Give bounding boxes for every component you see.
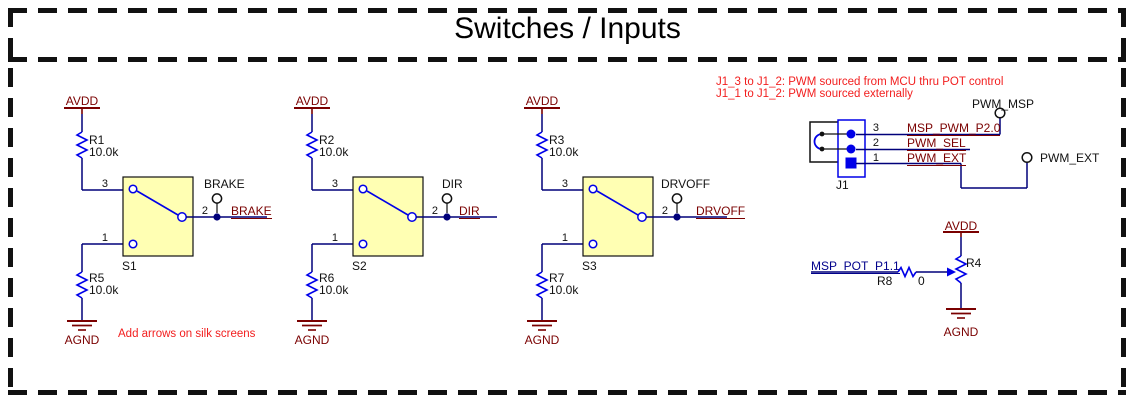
drvoff-net-label: DRVOFF bbox=[696, 204, 746, 219]
s2-refdes: S2 bbox=[352, 259, 367, 273]
s3-pin3-number: 3 bbox=[561, 178, 568, 190]
pot-avdd-label: AVDD bbox=[944, 219, 978, 233]
dir-net-label: DIR bbox=[459, 204, 480, 219]
s2-avdd-label: AVDD bbox=[295, 94, 329, 108]
s2-pin1-number: 1 bbox=[331, 232, 338, 244]
pot-circuit-graphics bbox=[811, 231, 979, 319]
dashed-border-frame bbox=[8, 8, 1126, 395]
j1-pin2-number: 2 bbox=[872, 137, 879, 149]
j1-pin1-number: 1 bbox=[872, 151, 879, 164]
s3-agnd-label: AGND bbox=[524, 333, 560, 347]
s2-pin3-number: 3 bbox=[331, 178, 338, 190]
pwm-msp-testpoint-label: PWM_MSP bbox=[972, 97, 1035, 111]
s3-pin1-number: 1 bbox=[561, 232, 568, 244]
s3-refdes: S3 bbox=[582, 259, 597, 273]
page-title: Switches / Inputs bbox=[454, 12, 681, 45]
r4-refdes: R4 bbox=[966, 256, 982, 270]
r3-refdes: R3 bbox=[549, 133, 565, 147]
r1-refdes: R1 bbox=[89, 133, 105, 147]
drvoff-testpoint-label: DRVOFF bbox=[661, 177, 711, 191]
r3-value: 10.0k bbox=[549, 145, 579, 159]
j1-note-line2: J1_1 to J1_2: PWM sourced externally bbox=[716, 87, 913, 100]
brake-net-label: BRAKE bbox=[231, 204, 272, 219]
s1-avdd-label: AVDD bbox=[65, 94, 99, 108]
s3-avdd-label: AVDD bbox=[525, 94, 559, 108]
r6-value: 10.0k bbox=[319, 283, 349, 297]
pot-agnd-label: AGND bbox=[943, 325, 979, 339]
j1-pin3-number: 3 bbox=[872, 122, 879, 134]
r5-value: 10.0k bbox=[89, 283, 119, 297]
pwm-ext-testpoint-label: PWM_EXT bbox=[1040, 151, 1100, 165]
s1-pin1-number: 1 bbox=[101, 232, 108, 244]
r5-refdes: R5 bbox=[89, 271, 105, 285]
s2-agnd-label: AGND bbox=[294, 333, 330, 347]
pwm-sel-net-label: PWM_SEL bbox=[907, 136, 966, 151]
s3-pin2-number: 2 bbox=[661, 205, 668, 217]
j1-refdes: J1 bbox=[836, 178, 849, 192]
silkscreen-note: Add arrows on silk screens bbox=[118, 328, 256, 340]
s1-pin2-number: 2 bbox=[201, 205, 208, 217]
r6-refdes: R6 bbox=[319, 271, 335, 285]
msp-pot-p11-net-label: MSP_POT_P1.1 bbox=[811, 259, 900, 274]
j1-connector-graphics bbox=[809, 107, 1033, 189]
s1-refdes: S1 bbox=[122, 259, 137, 273]
j1-note-line1: J1_3 to J1_2: PWM sourced from MCU thru … bbox=[716, 76, 1004, 88]
r8-value: 0 bbox=[918, 274, 925, 288]
pwm-ext-net-label: PWM_EXT bbox=[907, 150, 967, 166]
r7-refdes: R7 bbox=[549, 271, 565, 285]
s1-agnd-label: AGND bbox=[64, 333, 100, 347]
s2-pin2-number: 2 bbox=[431, 205, 438, 217]
r8-refdes: R8 bbox=[877, 274, 893, 288]
brake-testpoint-label: BRAKE bbox=[204, 177, 245, 191]
r1-value: 10.0k bbox=[89, 145, 119, 159]
r2-refdes: R2 bbox=[319, 133, 335, 147]
dir-testpoint-label: DIR bbox=[442, 177, 463, 191]
r2-value: 10.0k bbox=[319, 145, 349, 159]
s1-pin3-number: 3 bbox=[101, 178, 108, 190]
r7-value: 10.0k bbox=[549, 283, 579, 297]
msp-pwm-p20-net-label: MSP_PWM_P2.0 bbox=[907, 121, 1001, 136]
